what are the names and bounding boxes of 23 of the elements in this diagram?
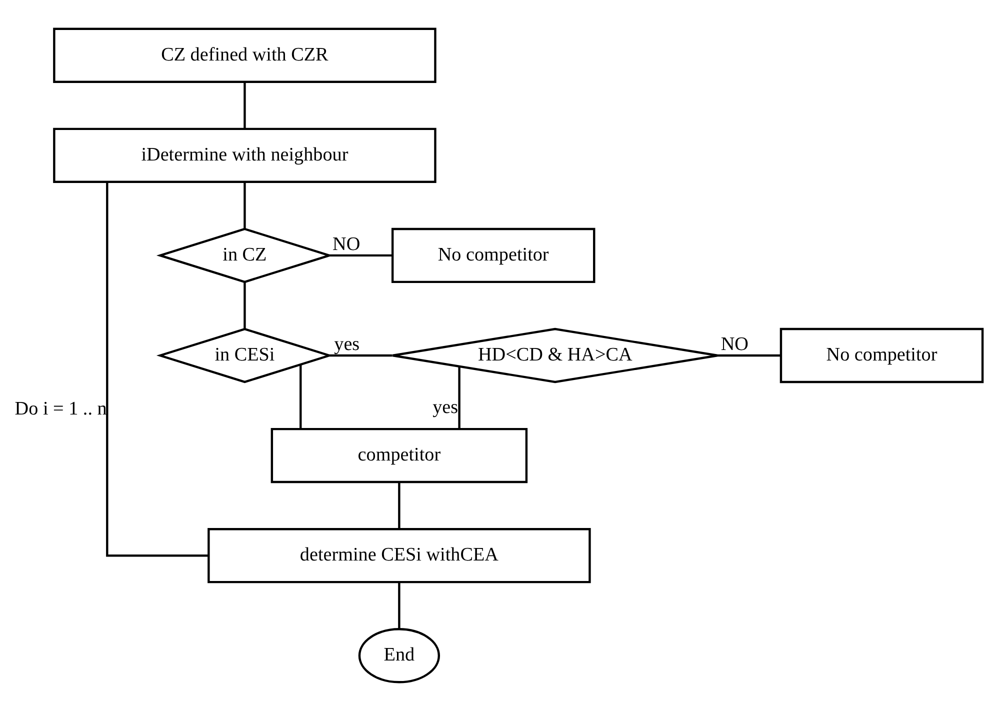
edge-label: NO xyxy=(720,334,748,355)
connector xyxy=(718,354,781,356)
edge-label: yes xyxy=(334,334,360,355)
node-ellipse: End xyxy=(358,628,440,683)
connector xyxy=(244,82,246,128)
node-box: iDetermine with neighbour xyxy=(53,127,436,182)
connector xyxy=(458,366,460,429)
node-box: CZ defined with CZR xyxy=(53,27,436,82)
connector xyxy=(398,482,400,528)
node-box: No competitor xyxy=(391,227,596,283)
node-diamond: HD<CD & HA>CA xyxy=(391,327,719,383)
connector xyxy=(300,364,302,428)
connector xyxy=(398,582,400,628)
connector xyxy=(106,182,208,556)
edge-label: yes xyxy=(432,396,458,418)
edge-label: NO xyxy=(332,234,360,255)
connector xyxy=(330,354,392,356)
connector xyxy=(330,254,393,256)
node-box: determine CESi withCEA xyxy=(208,528,591,583)
connector xyxy=(244,282,246,328)
connector xyxy=(244,182,246,228)
node-box: No competitor xyxy=(780,327,984,383)
node-box: competitor xyxy=(270,427,528,483)
